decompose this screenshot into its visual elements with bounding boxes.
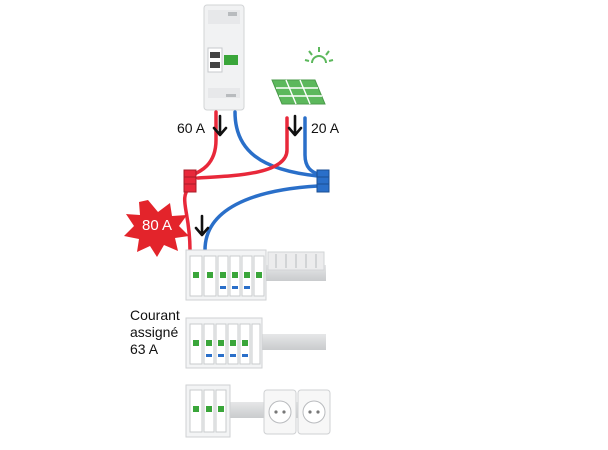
rating-label-line3: 63 A: [130, 341, 159, 357]
panel-row-1: [185, 249, 326, 301]
socket-outlet: [263, 389, 297, 435]
neutral-wires: [203, 110, 320, 252]
socket-outlet: [297, 389, 331, 435]
sun-icon: [304, 47, 334, 64]
overload-current-label: 80 A: [142, 217, 173, 234]
panel-row-3: [185, 384, 331, 438]
down-arrow-icon: [194, 214, 210, 237]
solar-panel-icon: [271, 79, 326, 105]
phase-connector: [183, 169, 197, 193]
down-arrow-icon: [287, 114, 303, 137]
rating-label-line1: Courant: [130, 307, 180, 323]
main-breaker-meter: [203, 4, 245, 111]
panel-row-2: [185, 317, 326, 369]
solar-current-label: 20 A: [311, 120, 340, 136]
burst-icon: [124, 200, 189, 257]
meter-current-label: 60 A: [177, 120, 206, 136]
down-arrow-icon: [212, 114, 228, 137]
neutral-connector: [316, 169, 330, 193]
rating-label-line2: assigné: [130, 324, 179, 340]
